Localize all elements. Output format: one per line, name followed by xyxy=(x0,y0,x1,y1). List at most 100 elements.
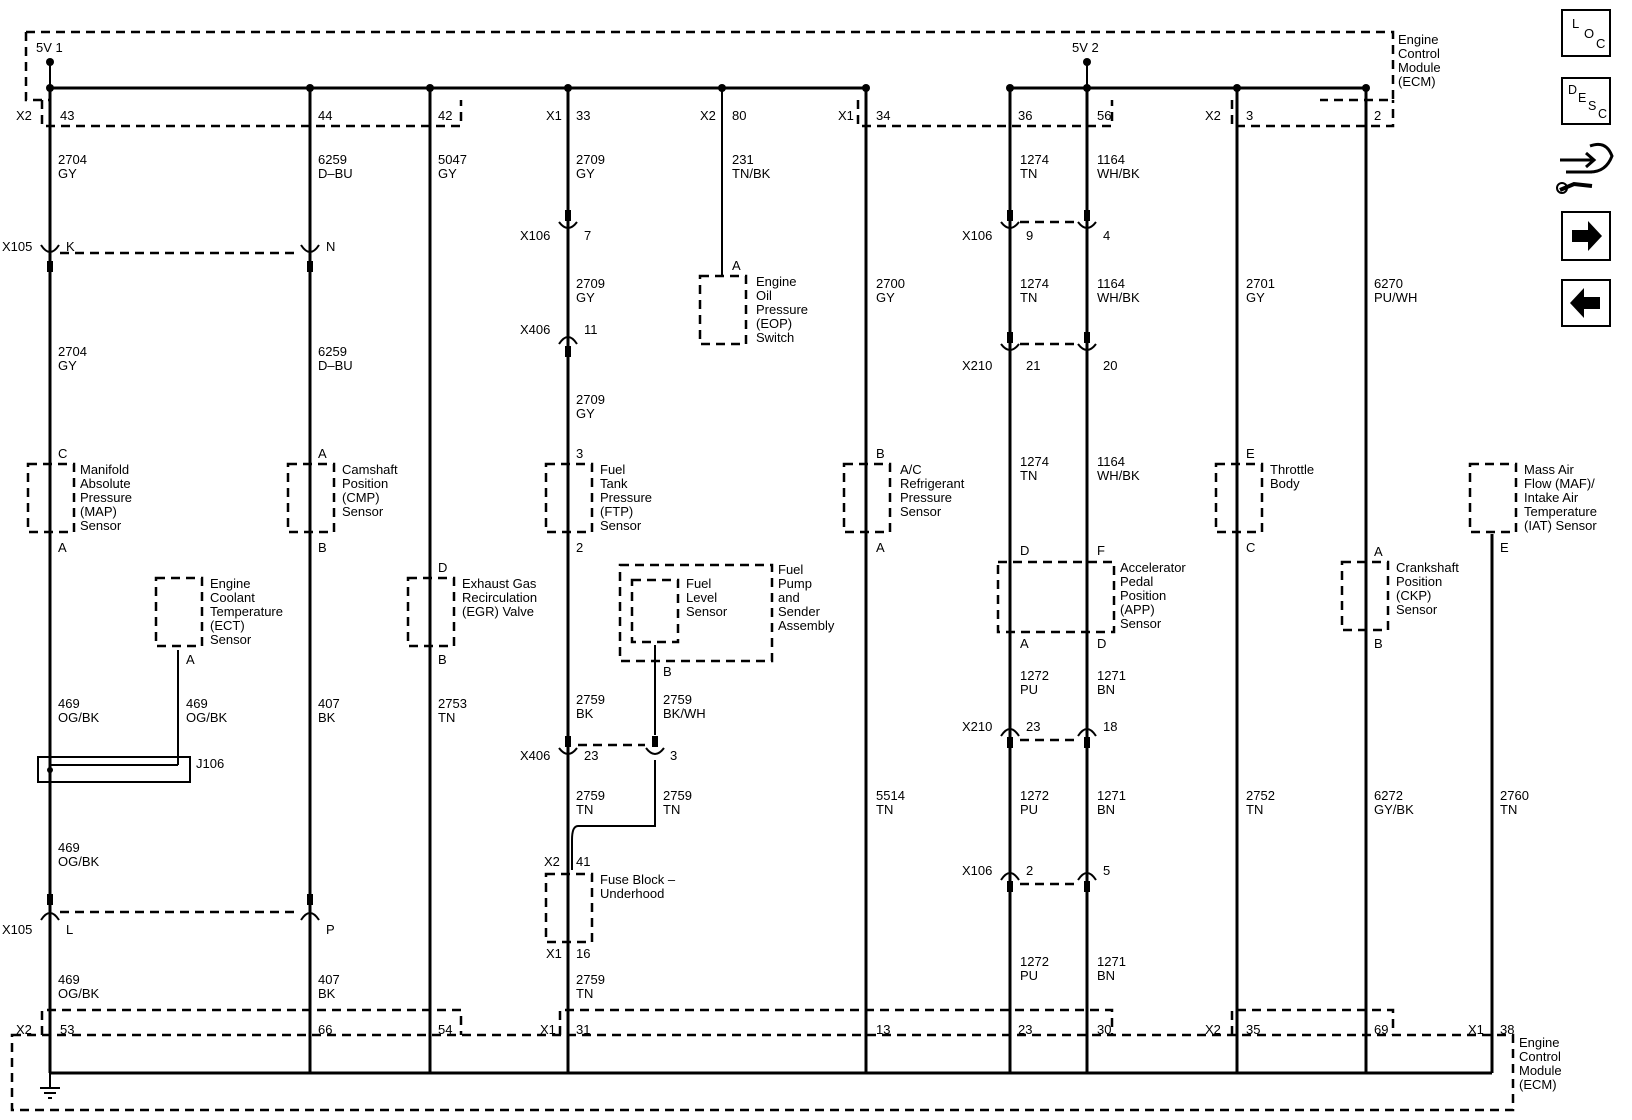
svg-text:Control: Control xyxy=(1519,1049,1561,1064)
svg-text:TN: TN xyxy=(1500,802,1517,817)
supply-5v1-label: 5V 1 xyxy=(36,40,63,55)
svg-text:TN: TN xyxy=(1020,468,1037,483)
svg-text:GY: GY xyxy=(438,166,457,181)
svg-text:2: 2 xyxy=(1374,108,1381,123)
svg-text:41: 41 xyxy=(576,854,590,869)
svg-text:1164: 1164 xyxy=(1097,454,1125,469)
svg-text:1271: 1271 xyxy=(1097,954,1126,969)
svg-text:BN: BN xyxy=(1097,682,1115,697)
svg-text:P: P xyxy=(326,922,335,937)
inline-connectors: X105 K N X105 L P X106 7 X406 11 X106 9 … xyxy=(2,210,1117,937)
svg-text:GY: GY xyxy=(576,290,595,305)
svg-text:(EGR) Valve: (EGR) Valve xyxy=(462,604,534,619)
svg-text:B: B xyxy=(1374,636,1383,651)
low-reference-bus xyxy=(40,1071,1492,1099)
svg-text:1274: 1274 xyxy=(1020,276,1049,291)
supply-5v2-label: 5V 2 xyxy=(1072,40,1099,55)
svg-text:GY: GY xyxy=(576,406,595,421)
svg-text:20: 20 xyxy=(1103,358,1117,373)
desc-button[interactable]: D E S C xyxy=(1561,77,1611,125)
connector-icon-button[interactable] xyxy=(1556,142,1614,194)
svg-text:1271: 1271 xyxy=(1097,788,1126,803)
svg-text:21: 21 xyxy=(1026,358,1040,373)
svg-text:2759: 2759 xyxy=(576,788,605,803)
svg-text:X2: X2 xyxy=(1205,108,1221,123)
svg-text:3: 3 xyxy=(670,748,677,763)
svg-text:Pump: Pump xyxy=(778,576,812,591)
svg-text:407: 407 xyxy=(318,696,340,711)
svg-text:B: B xyxy=(438,652,447,667)
svg-text:1271: 1271 xyxy=(1097,668,1126,683)
loc-button[interactable]: L O C xyxy=(1561,9,1611,57)
svg-text:OG/BK: OG/BK xyxy=(58,986,100,1001)
svg-text:C: C xyxy=(1598,107,1607,121)
svg-text:X2: X2 xyxy=(16,1022,32,1037)
svg-text:L: L xyxy=(1572,16,1579,31)
prev-button[interactable] xyxy=(1561,279,1611,327)
next-button[interactable] xyxy=(1561,211,1611,261)
svg-text:WH/BK: WH/BK xyxy=(1097,290,1140,305)
svg-text:X210: X210 xyxy=(962,358,992,373)
svg-text:31: 31 xyxy=(576,1022,590,1037)
svg-text:43: 43 xyxy=(60,108,74,123)
svg-text:E: E xyxy=(1500,540,1509,555)
svg-text:2709: 2709 xyxy=(576,152,605,167)
svg-text:30: 30 xyxy=(1097,1022,1111,1037)
svg-text:PU: PU xyxy=(1020,682,1038,697)
svg-text:B: B xyxy=(876,446,885,461)
svg-text:X106: X106 xyxy=(962,863,992,878)
svg-text:WH/BK: WH/BK xyxy=(1097,166,1140,181)
svg-text:Temperature: Temperature xyxy=(210,604,283,619)
svg-text:2709: 2709 xyxy=(576,276,605,291)
svg-text:4: 4 xyxy=(1103,228,1110,243)
svg-text:23: 23 xyxy=(1018,1022,1032,1037)
svg-text:Mass Air: Mass Air xyxy=(1524,462,1575,477)
svg-text:Control: Control xyxy=(1398,46,1440,61)
svg-text:Exhaust Gas: Exhaust Gas xyxy=(462,576,537,591)
svg-text:Pressure: Pressure xyxy=(900,490,952,505)
svg-text:A: A xyxy=(732,258,741,273)
svg-text:BK: BK xyxy=(318,710,336,725)
svg-text:Position: Position xyxy=(342,476,388,491)
svg-text:1272: 1272 xyxy=(1020,788,1049,803)
svg-text:Switch: Switch xyxy=(756,330,794,345)
svg-text:OG/BK: OG/BK xyxy=(58,710,100,725)
svg-text:GY/BK: GY/BK xyxy=(1374,802,1414,817)
svg-text:Sensor: Sensor xyxy=(210,632,252,647)
svg-text:D: D xyxy=(1097,636,1106,651)
svg-text:Level: Level xyxy=(686,590,717,605)
ecm-bottom-frame xyxy=(10,1008,1515,1112)
svg-text:TN: TN xyxy=(1020,290,1037,305)
svg-text:X210: X210 xyxy=(962,719,992,734)
svg-text:Accelerator: Accelerator xyxy=(1120,560,1186,575)
svg-text:B: B xyxy=(663,664,672,679)
svg-text:1272: 1272 xyxy=(1020,954,1049,969)
svg-text:1164: 1164 xyxy=(1097,152,1125,167)
svg-text:(EOP): (EOP) xyxy=(756,316,792,331)
svg-text:D: D xyxy=(438,560,447,575)
svg-text:X106: X106 xyxy=(962,228,992,243)
svg-text:GY: GY xyxy=(1246,290,1265,305)
svg-text:33: 33 xyxy=(576,108,590,123)
svg-text:E: E xyxy=(1578,91,1586,105)
svg-text:11: 11 xyxy=(584,322,598,337)
svg-text:D–BU: D–BU xyxy=(318,358,353,373)
svg-text:X1: X1 xyxy=(1468,1022,1484,1037)
svg-text:(FTP): (FTP) xyxy=(600,504,633,519)
ecm-top-label: Engine Control Module (ECM) xyxy=(1398,32,1441,89)
svg-text:PU: PU xyxy=(1020,968,1038,983)
svg-text:38: 38 xyxy=(1500,1022,1514,1037)
svg-text:A: A xyxy=(58,540,67,555)
svg-text:X105: X105 xyxy=(2,239,32,254)
svg-text:Engine: Engine xyxy=(1398,32,1438,47)
svg-text:(ECM): (ECM) xyxy=(1398,74,1436,89)
